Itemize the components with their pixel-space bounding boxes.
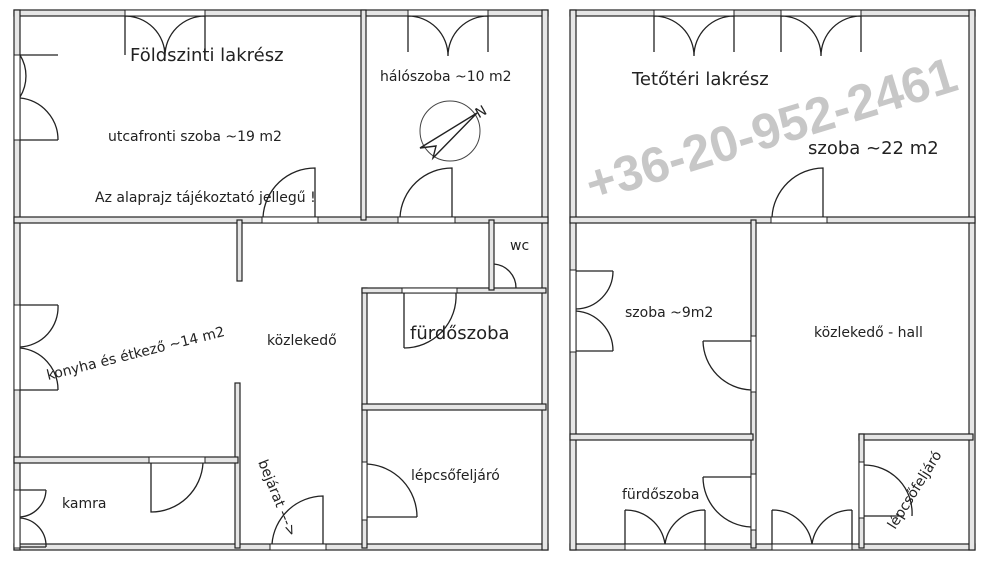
room-label-attic-bathroom: fürdőszoba [622,487,699,503]
room-label-hall: közlekedő - hall [814,325,923,341]
room-label-bedroom: hálószoba ~10 m2 [380,69,512,85]
compass-north-label: N [473,103,490,122]
room-label-large-room: szoba ~22 m2 [808,138,939,159]
room-label-street-room: utcafronti szoba ~19 m2 [108,129,282,145]
disclaimer-note: Az alaprajz tájékoztató jellegű ! [95,190,316,206]
room-label-wc: wc [510,238,529,254]
room-label-corridor: közlekedő [267,333,337,349]
ground-floor-title: Földszinti lakrész [130,45,284,66]
room-label-pantry: kamra [62,496,106,512]
ground-floor-openings [13,9,517,551]
room-label-attic-staircase: lépcsőfeljáró [885,448,946,532]
room-label-bathroom: fürdőszoba [410,323,510,344]
attic-floor-openings [569,9,913,551]
compass-icon: N [419,100,490,162]
room-label-staircase: lépcsőfeljáró [411,468,500,484]
room-label-kitchen: konyha és étkező ~14 m2 [45,324,226,384]
room-label-small-room: szoba ~9m2 [625,305,713,321]
attic-floor-title: Tetőtéri lakrész [631,69,769,90]
